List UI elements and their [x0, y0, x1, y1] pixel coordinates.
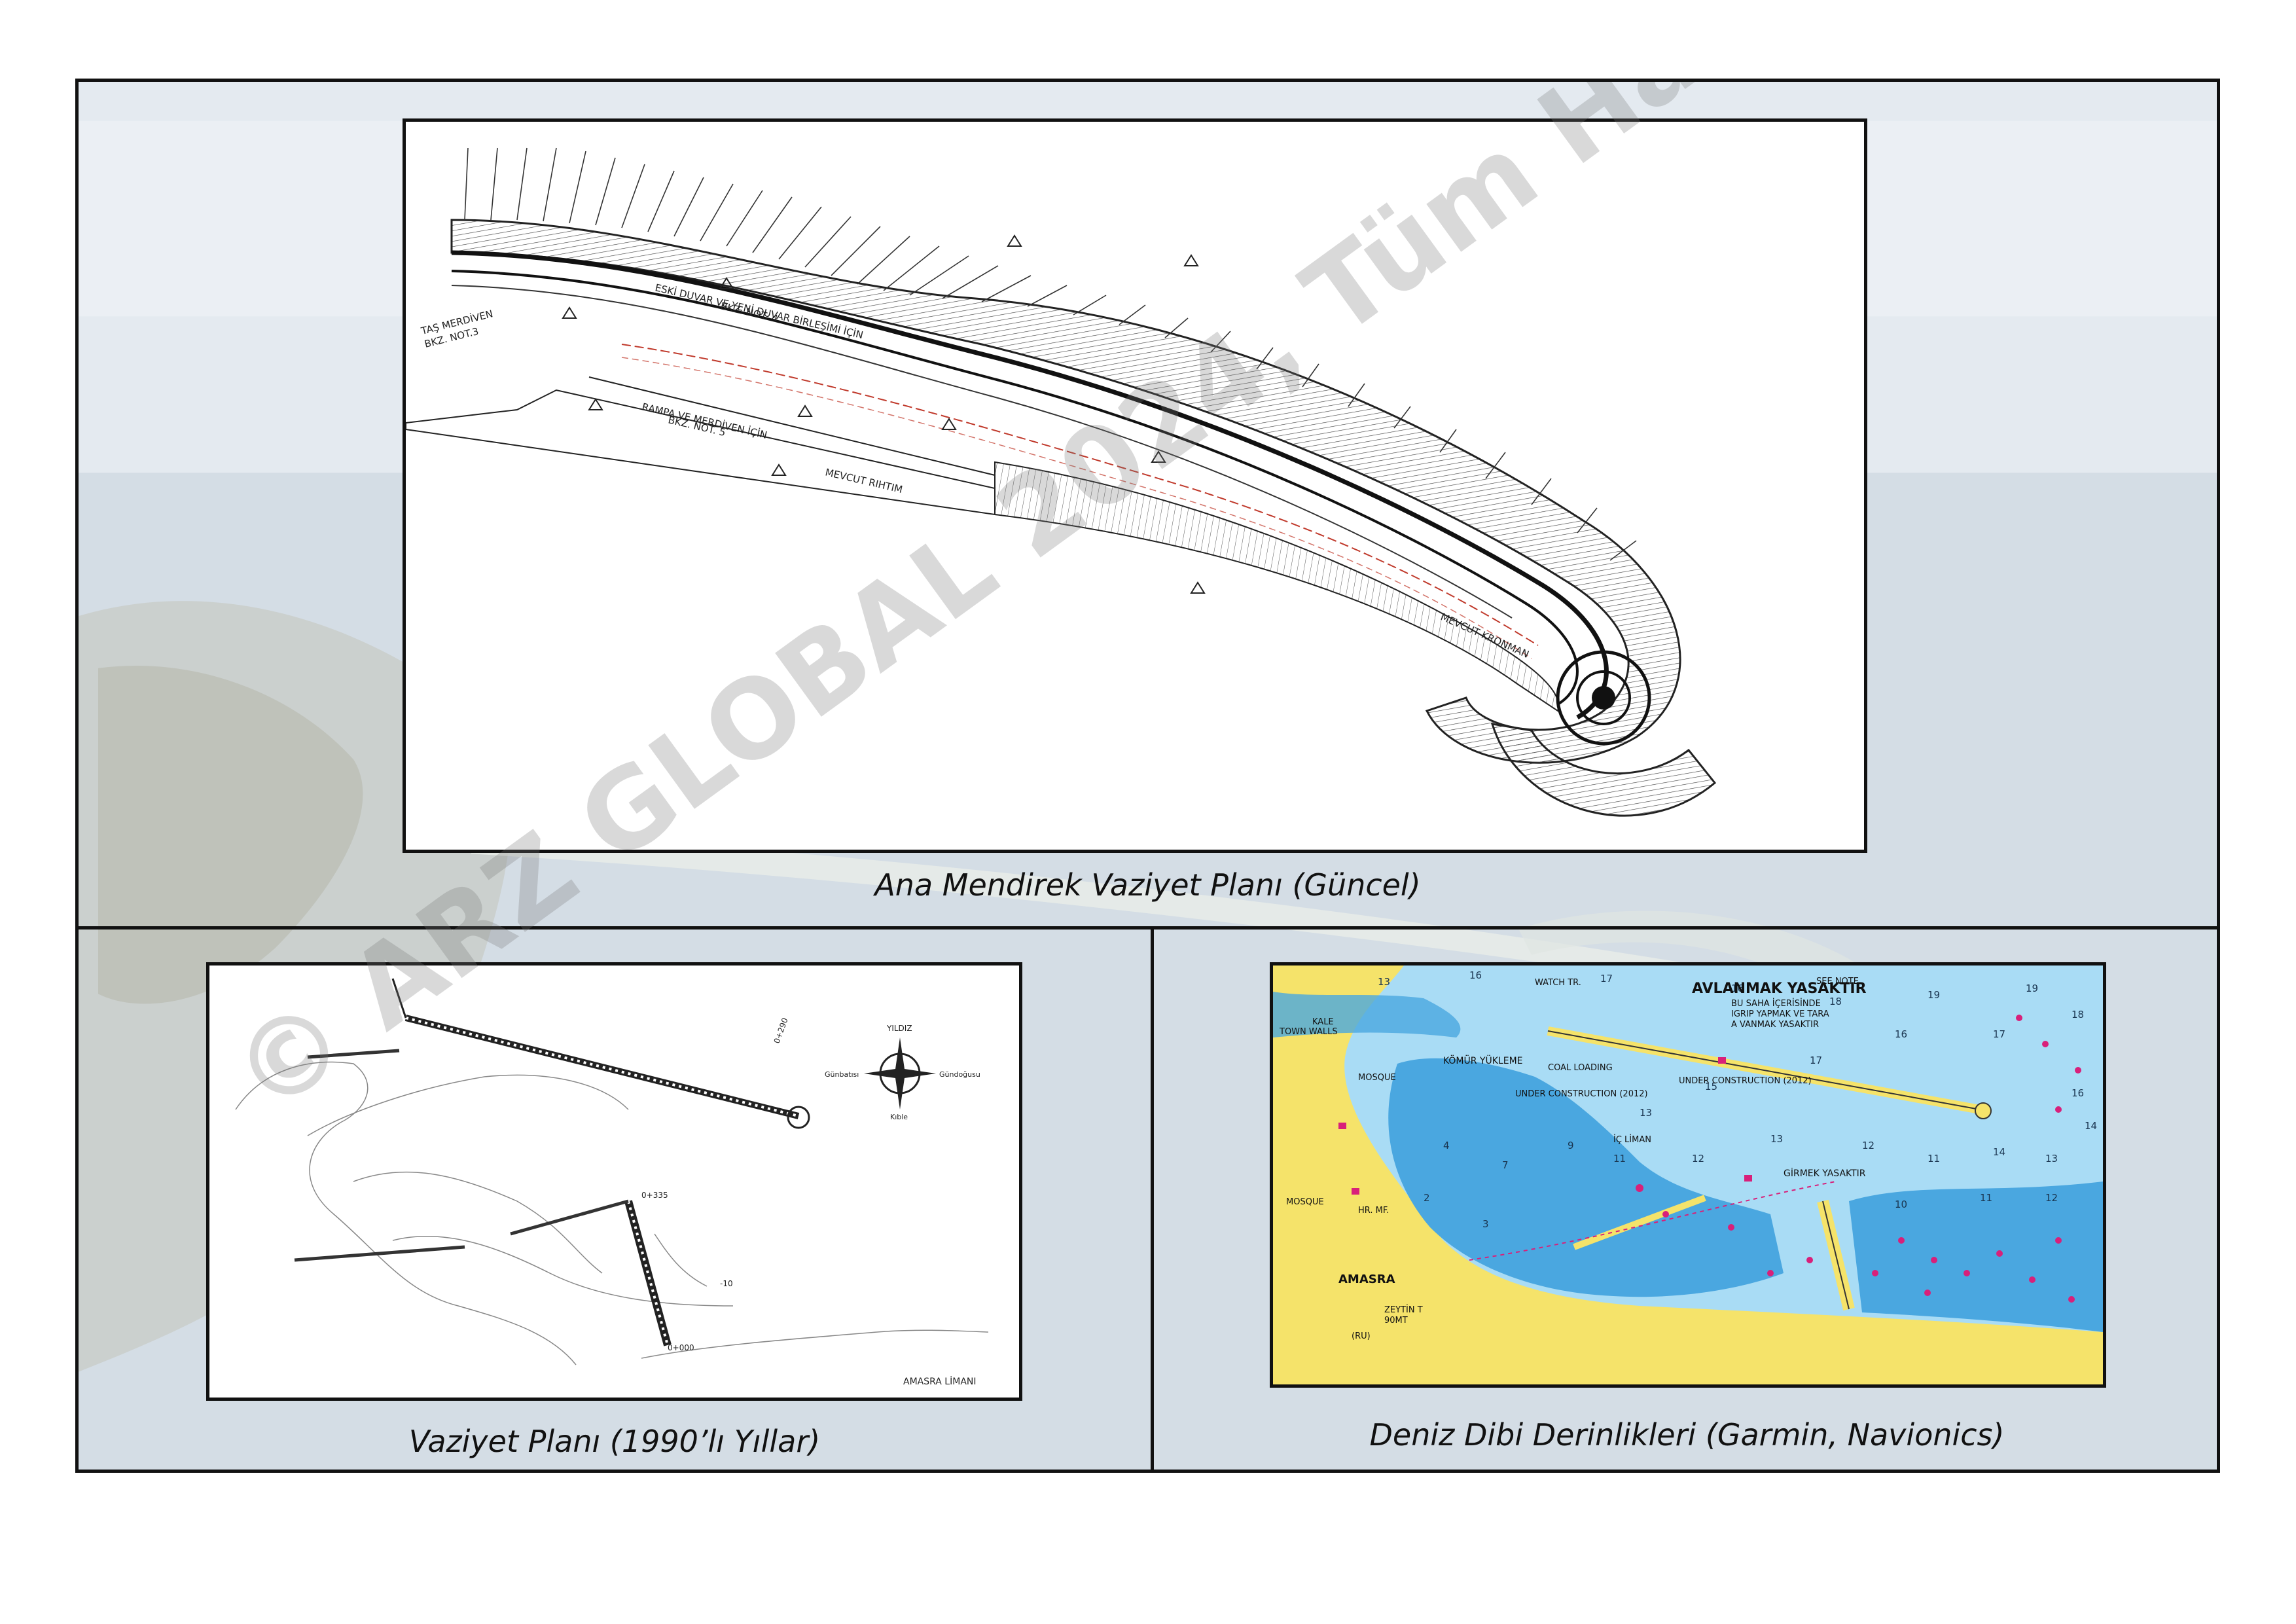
svg-text:13: 13	[1770, 1133, 1783, 1145]
svg-text:9: 9	[1568, 1140, 1574, 1151]
svg-text:17: 17	[1600, 973, 1613, 984]
svg-text:12: 12	[2045, 1192, 2058, 1204]
svg-text:16: 16	[1469, 969, 1482, 981]
svg-text:18: 18	[1829, 996, 1842, 1007]
svg-text:15: 15	[1705, 1081, 1717, 1092]
chart-note-1: BU SAHA İÇERİSİNDE	[1731, 998, 1821, 1009]
svg-text:2: 2	[1424, 1192, 1430, 1204]
height-label: 90MT	[1384, 1316, 1408, 1326]
compass-rose-icon	[864, 1038, 936, 1110]
amasra-label: AMASRA	[1338, 1272, 1395, 1286]
fishing-prohibited-label: AVLANMAK YASAKTIR	[1692, 981, 1867, 997]
watch-tower-label: WATCH TR.	[1535, 978, 1581, 988]
compass-east-label: Gündoğusu	[939, 1070, 980, 1079]
harbour-master-label: HR. MF.	[1358, 1206, 1389, 1216]
svg-text:18: 18	[2072, 1009, 2084, 1020]
svg-text:13: 13	[1378, 976, 1390, 988]
svg-text:11: 11	[1928, 1153, 1940, 1164]
svg-text:16: 16	[2072, 1087, 2084, 1099]
svg-text:7: 7	[1502, 1159, 1509, 1171]
svg-text:16: 16	[1895, 1028, 1907, 1040]
chart-note-2: IGRIP YAPMAK VE TARA	[1731, 1009, 1829, 1019]
castle-label: KALE	[1312, 1017, 1334, 1027]
town-walls-label: TOWN WALLS	[1279, 1027, 1338, 1037]
inner-harbour-label: İÇ LİMAN	[1613, 1134, 1651, 1145]
under-construction-label-1: UNDER CONSTRUCTION (2012)	[1515, 1089, 1648, 1099]
svg-text:12: 12	[1862, 1140, 1874, 1151]
svg-text:17: 17	[1993, 1028, 2005, 1040]
compass-south-label: Kıble	[890, 1113, 908, 1121]
svg-text:12: 12	[1692, 1153, 1704, 1164]
svg-text:11: 11	[1980, 1192, 1992, 1204]
nautical-chart: 13 16 17 16 18 19 19 18 17 16 17 15 13 9 7 4 2 3 11 1…	[1273, 965, 2103, 1384]
chart-note-3: A VANMAK YASAKTIR	[1731, 1020, 1819, 1030]
historic-plan-drawing: YILDIZ Günbatısı Gündoğusu Kıble AMASRA …	[209, 965, 1019, 1398]
svg-text:13: 13	[2045, 1153, 2058, 1164]
svg-text:14: 14	[1993, 1146, 2005, 1158]
svg-text:19: 19	[1928, 989, 1940, 1001]
svg-text:3: 3	[1482, 1218, 1489, 1230]
svg-text:10: 10	[1895, 1199, 1907, 1210]
figure-frame: TAŞ MERDİVEN BKZ. NOT.3 ESKİ DUVAR VE YE…	[75, 79, 2220, 1473]
mosque-label-2: MOSQUE	[1286, 1197, 1324, 1207]
see-note-label: SEE NOTE	[1816, 977, 1859, 986]
svg-text:11: 11	[1613, 1153, 1626, 1164]
zeytin-label: ZEYTİN T	[1384, 1305, 1423, 1315]
under-construction-label-2: UNDER CONSTRUCTION (2012)	[1679, 1076, 1812, 1086]
caption-historic-plan: Vaziyet Planı (1990’lı Yıllar)	[408, 1424, 821, 1459]
depth-contour-label: -10	[720, 1279, 733, 1288]
site-plan-drawing: TAŞ MERDİVEN BKZ. NOT.3 ESKİ DUVAR VE YE…	[406, 122, 1864, 850]
svg-text:17: 17	[1810, 1055, 1822, 1066]
coal-loading-tr-label: KÖMÜR YÜKLEME	[1443, 1055, 1523, 1066]
depth-chart: 13 16 17 16 18 19 19 18 17 16 17 15 13 9 7 4 2 3 11 1…	[1270, 962, 2106, 1388]
row-divider	[79, 926, 2217, 929]
caption-depth-chart: Deniz Dibi Derinlikleri (Garmin, Navioni…	[1369, 1417, 2005, 1453]
svg-text:16: 16	[1731, 983, 1744, 994]
historic-plan-title: AMASRA LİMANI	[903, 1375, 977, 1387]
caption-current-plan: Ana Mendirek Vaziyet Planı (Güncel)	[874, 867, 1421, 903]
svg-text:4: 4	[1443, 1140, 1450, 1151]
breakwater-site-plan: TAŞ MERDİVEN BKZ. NOT.3 ESKİ DUVAR VE YE…	[403, 118, 1867, 853]
column-divider	[1151, 926, 1154, 1470]
ru-label: (RU)	[1352, 1331, 1371, 1341]
svg-text:13: 13	[1640, 1107, 1652, 1119]
compass-north-label: YILDIZ	[886, 1024, 912, 1033]
svg-text:14: 14	[2085, 1120, 2097, 1132]
entry-prohibited-label: GİRMEK YASAKTIR	[1784, 1167, 1866, 1179]
coal-loading-label: COAL LOADING	[1548, 1063, 1613, 1073]
compass-west-label: Günbatısı	[825, 1070, 859, 1079]
historic-site-plan: YILDIZ Günbatısı Gündoğusu Kıble AMASRA …	[206, 962, 1022, 1401]
chainage-start: 0+000	[668, 1343, 694, 1352]
mosque-label-1: MOSQUE	[1358, 1073, 1396, 1083]
svg-text:19: 19	[2026, 983, 2038, 994]
chainage-end: 0+335	[641, 1191, 668, 1200]
